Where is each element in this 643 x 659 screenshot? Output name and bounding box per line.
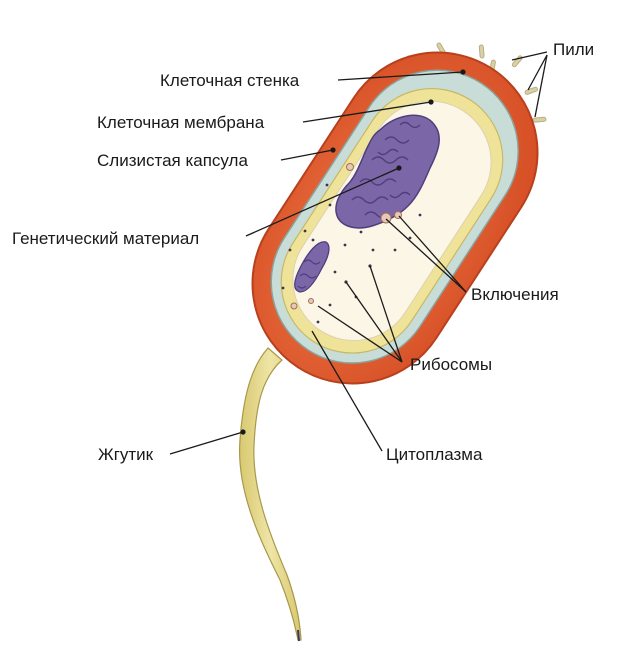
label-ribosomes: Рибосомы [410,355,493,374]
flagellum-tip [297,629,300,642]
leader-ribosomes-1 [345,281,403,363]
leader-ribosomes-3 [317,305,403,363]
leader-cell-membrane [302,101,432,123]
leader-genetic-material [245,167,400,237]
leader-inclusions-1 [385,218,467,293]
leader-ribosomes-2 [369,265,403,363]
leader-pili-1 [511,51,548,61]
leader-cell-wall [337,71,464,81]
ribosomes [281,183,422,324]
leader-pili-3 [534,54,548,118]
label-inclusions: Включения [471,285,559,304]
leader-flagellum [169,431,244,455]
label-cell-membrane: Клеточная мембрана [97,113,265,132]
leader-inclusions-2 [398,215,467,293]
label-pili: Пили [553,40,595,59]
label-genetic-material: Генетический материал [12,229,200,248]
label-flagellum: Жгутик [98,445,154,464]
leader-lines [169,51,548,455]
label-cytoplasm: Цитоплазма [386,445,483,464]
flagellum [238,347,302,641]
label-slime-capsule: Слизистая капсула [97,151,248,170]
leader-pili-2 [527,54,548,91]
label-cell-wall: Клеточная стенка [160,71,300,90]
genetic-material [294,114,440,293]
leader-slime-capsule [280,149,334,161]
leader-dots [240,69,466,435]
leader-cytoplasm [311,330,383,452]
cytoplasm [292,100,492,342]
